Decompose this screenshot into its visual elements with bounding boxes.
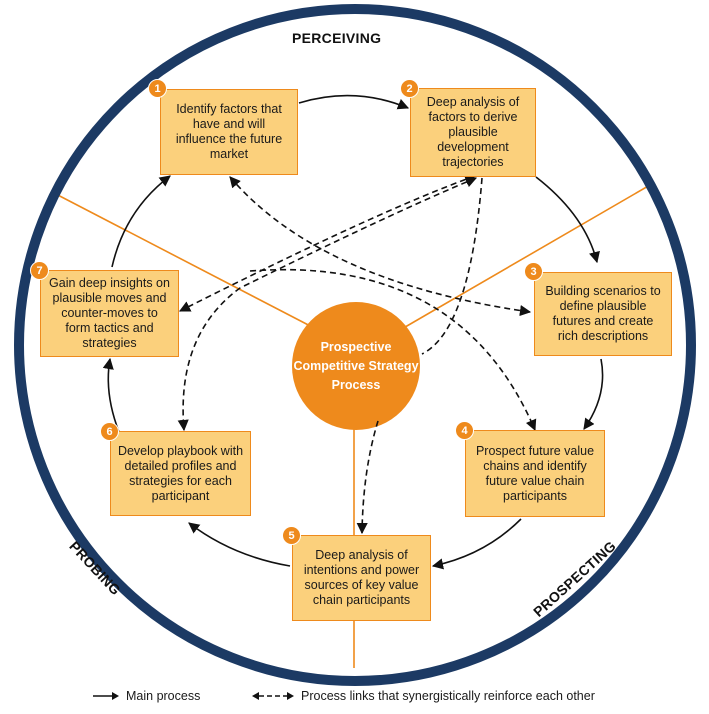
step-box-7: Gain deep insights on plausible moves an… [40,270,179,357]
step-box-2: Deep analysis of factors to derive plaus… [410,88,536,177]
step-text-3: Building scenarios to define plausible f… [545,284,661,343]
legend-solid-arrow-icon [93,692,119,700]
step-box-3: Building scenarios to define plausible f… [534,272,672,356]
step-text-4: Prospect future value chains and identif… [475,443,595,503]
step-box-4: Prospect future value chains and identif… [465,430,605,517]
main-arrow-3-4 [583,358,604,430]
step-badge-3: 3 [524,262,543,281]
link-2-center [421,177,483,355]
link-center-5 [356,420,379,535]
legend-process-links: Process links that synergistically reinf… [251,689,595,703]
main-arrow-4-5 [431,518,522,570]
step-badge-5: 5 [282,526,301,545]
step-text-2: Deep analysis of factors to derive plaus… [426,95,520,169]
step-box-5: Deep analysis of intentions and power so… [292,535,431,621]
legend-main-process: Main process [92,689,200,703]
step-badge-1: 1 [148,79,167,98]
link-2-7 [179,174,477,312]
step-badge-4: 4 [455,421,474,440]
link-2-6 [177,176,478,432]
main-arrow-1-2 [298,94,410,110]
step-box-6: Develop playbook with detailed profiles … [110,431,251,516]
step-text-6: Develop playbook with detailed profiles … [117,443,244,503]
legend-dashed-arrow-icon [252,692,294,700]
link-1-3 [229,176,532,317]
legend-main-process-label: Main process [126,689,201,703]
center-title: Prospective Competitive Strategy Process [293,339,419,392]
main-arrow-7-1 [111,175,171,268]
step-badge-7: 7 [30,261,49,280]
step-badge-2: 2 [400,79,419,98]
phase-perceiving: PERCEIVING [292,30,382,46]
main-arrow-2-3 [535,176,600,264]
step-text-5: Deep analysis of intentions and power so… [303,548,420,607]
step-text-7: Gain deep insights on plausible moves an… [49,276,170,350]
step-text-1: Identify factors that have and will infl… [175,102,283,161]
main-arrow-5-6 [188,522,291,567]
legend-process-links-label: Process links that synergistically reinf… [301,689,595,703]
outer-ring [14,4,696,686]
link-3-4-bridge [249,268,537,432]
step-badge-6: 6 [100,422,119,441]
step-box-1: Identify factors that have and will infl… [160,89,298,175]
